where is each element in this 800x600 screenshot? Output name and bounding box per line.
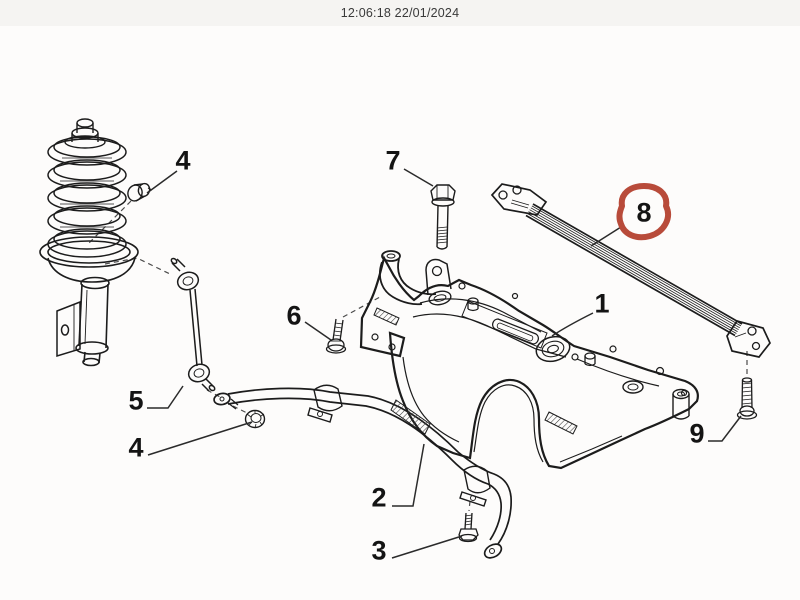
red-highlight-circle [616,183,671,241]
callout-4-upper: 4 [175,145,191,176]
callout-9: 9 [689,418,705,449]
coil-spring [47,136,127,258]
strut-top-cap [64,118,106,149]
callout-1: 1 [594,288,610,319]
stabilizer-link [170,257,216,392]
callout-5: 5 [128,385,144,416]
bolt-9 [736,377,758,420]
callout-3: 3 [371,535,387,566]
stabilizer-clamp-right [459,465,491,507]
subframe-bushing-center [535,335,571,363]
subframe-bushing-left [428,290,452,306]
stabilizer-clamp-left [307,384,343,423]
callout-4-lower: 4 [128,432,144,463]
callout-2: 2 [371,482,387,513]
bolt-6 [325,318,347,354]
strut-bracket [56,300,81,358]
leader-lines [146,168,742,559]
subframe-bushing-right [622,380,644,394]
subframe-hatch-pads [373,307,578,435]
callout-7: 7 [385,145,401,176]
bolt-7 [430,184,456,250]
subframe [359,250,699,470]
subframe-studs [467,297,596,367]
dashed-lines [87,200,748,512]
header-band [0,0,800,26]
spring-seat [39,236,139,283]
subframe-horn [379,250,437,306]
subframe-tube [672,388,690,420]
callout-6: 6 [286,300,302,331]
strut-assembly [39,118,139,367]
strut-body [75,276,110,367]
nut-4-lower [244,409,266,429]
timestamp: 12:06:18 22/01/2024 [340,6,460,20]
callout-8-highlighted: 8 [636,197,652,228]
bolt-3 [458,512,479,543]
stabilizer-bar [213,384,512,559]
subframe-slot [492,318,539,345]
reinforcement-bar [490,183,771,358]
